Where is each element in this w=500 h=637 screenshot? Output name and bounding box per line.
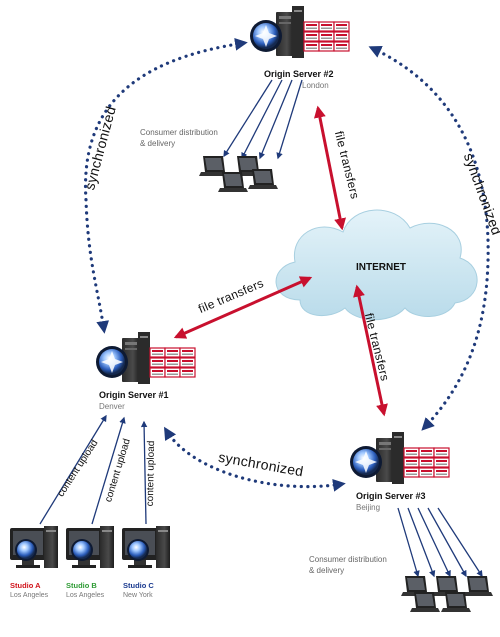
- studio-c-city: New York: [123, 592, 153, 599]
- origin-server-2-icon: [250, 6, 349, 58]
- server-2-title: Origin Server #2: [264, 69, 334, 79]
- distribution-line-2: & delivery: [309, 566, 345, 575]
- sync-arc-right: [368, 46, 490, 431]
- server-1-title: Origin Server #1: [99, 390, 169, 400]
- studio-a-name: Studio A: [10, 581, 41, 590]
- server-3-title: Origin Server #3: [356, 491, 426, 501]
- server-2-city: London: [302, 81, 329, 90]
- studio-c-icon: [122, 526, 170, 568]
- laptop-icons-beijing: [401, 576, 493, 612]
- studio-b-icon: [66, 526, 114, 568]
- distribution-label-london: Consumer distribution & delivery: [140, 127, 218, 149]
- studio-c-name: Studio C: [123, 581, 154, 590]
- distribution-arrows-beijing: [397, 507, 483, 578]
- distribution-label-beijing: Consumer distribution & delivery: [309, 554, 387, 576]
- server-3-city: Beijing: [356, 503, 381, 512]
- distribution-line-1: Consumer distribution: [140, 128, 218, 137]
- file-transfer-arrow-london: [313, 105, 347, 231]
- sync-arc-left: [83, 37, 248, 334]
- origin-server-1-icon: [96, 332, 195, 384]
- distribution-arrows-london: [223, 79, 303, 160]
- studio-b-city: Los Angeles: [66, 592, 105, 599]
- upload-label-c: content upload: [144, 440, 158, 507]
- studio-a-city: Los Angeles: [10, 592, 49, 599]
- origin-server-3-icon: [350, 432, 449, 484]
- internet-label: INTERNET: [356, 262, 406, 273]
- laptop-icons-london: [199, 156, 278, 192]
- studio-a-icon: [10, 526, 58, 568]
- file-transfer-arrow-beijing: [353, 284, 388, 417]
- content-upload-arrows: [39, 414, 148, 525]
- server-1-city: Denver: [99, 402, 125, 411]
- distribution-line-2: & delivery: [140, 139, 176, 148]
- file-transfer-arrow-denver: [173, 276, 313, 339]
- sync-arc-bottom: [164, 426, 346, 492]
- studio-b-name: Studio B: [66, 581, 97, 590]
- distribution-line-1: Consumer distribution: [309, 555, 387, 564]
